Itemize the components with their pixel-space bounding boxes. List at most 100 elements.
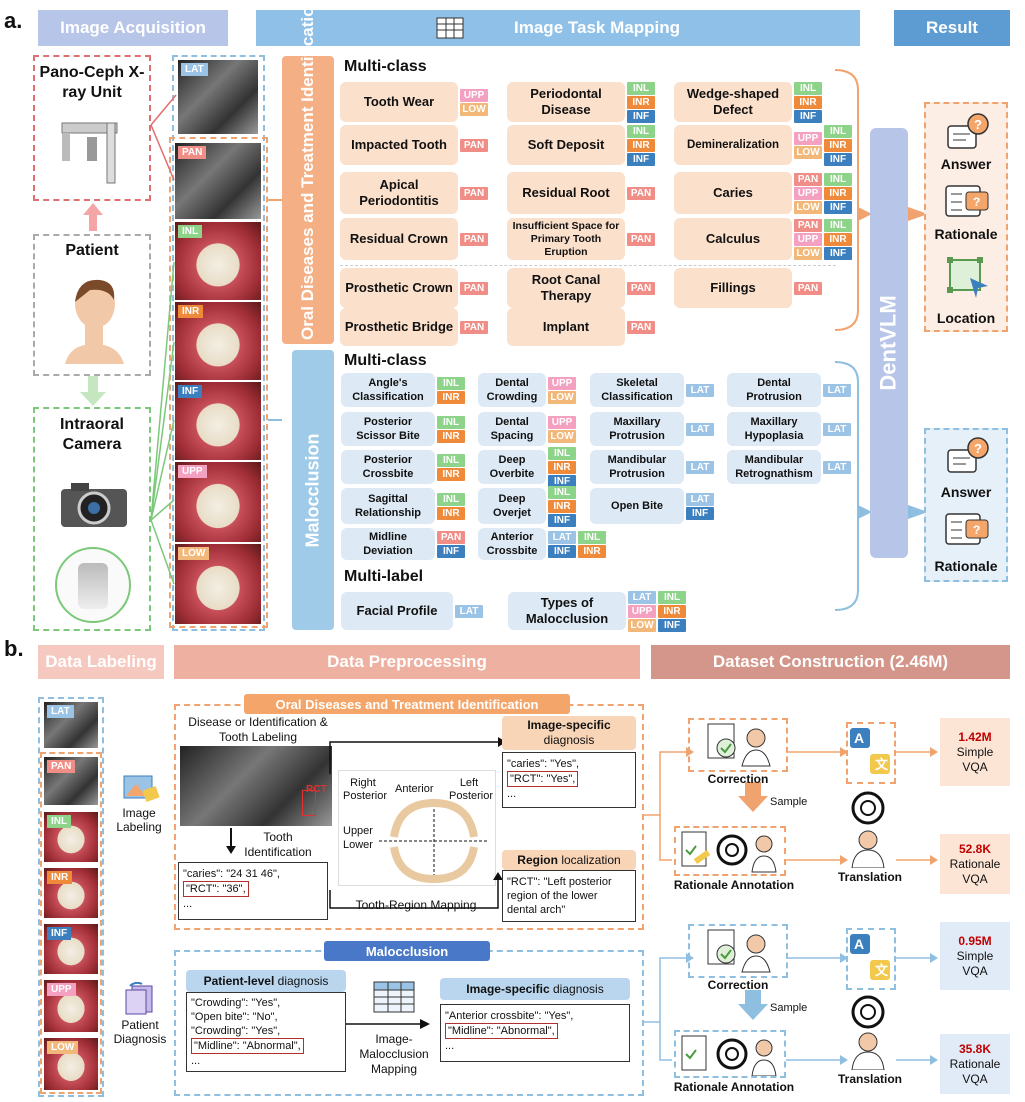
disease-fillings: Fillings [674, 268, 792, 308]
tag-inf: INF [658, 618, 686, 632]
tag-upp: UPP [794, 232, 822, 246]
quad-right-posterior: Right Posterior [343, 777, 388, 802]
tag-inr: INR [627, 95, 655, 109]
disease-residual-root: Residual Root [507, 172, 625, 214]
isd2-bold: Image-specific [466, 982, 550, 996]
pld-header: Patient-level diagnosis [186, 970, 346, 992]
tag-inf: INF [548, 544, 576, 558]
tag-pan: PAN [794, 172, 822, 186]
disease-label: Demineralization [686, 139, 780, 151]
tag-lat: LAT [823, 460, 851, 474]
malocclusion-label: Anterior Crossbite [486, 531, 538, 557]
header-image-task-mapping-text: Image Task Mapping [514, 18, 680, 37]
multiclass-label-2: Multi-class [344, 352, 427, 369]
tag-inf: INF [686, 506, 714, 520]
divider [340, 265, 836, 266]
malocclusion-label: Open Bite [611, 500, 663, 512]
b-tag-inl: INL [47, 815, 72, 828]
code-box-1: "caries": "24 31 46", "RCT": "36", ... [178, 862, 328, 920]
b-tag-upp: UPP [47, 983, 76, 996]
camera-label: Intraoral Camera [59, 416, 124, 453]
dentvlm-bar: DentVLM [870, 128, 908, 558]
correction-box-2 [688, 924, 788, 978]
malocclusion-open-bite: Open Bite [590, 488, 684, 524]
code5-line3: ... [445, 1040, 455, 1052]
translate-icon: A文 [850, 728, 890, 774]
tag-lat: LAT [628, 590, 656, 604]
malocclusion-sidebar: Malocclusion [292, 350, 334, 630]
disease-residual-crown: Residual Crown [340, 218, 458, 260]
camera-box: Intraoral Camera [33, 407, 151, 631]
openai-icon-1 [848, 788, 888, 828]
malocclusion-mandibular-retrognathism: Mandibular Retrognathism [727, 450, 821, 484]
tag-inl: INL [824, 172, 852, 186]
code5-line1: "Anterior crossbite": "Yes", [445, 1010, 574, 1022]
panel-a-label: a. [4, 8, 23, 33]
image-upp: UPP [175, 462, 261, 542]
vqa2-label: Rationale VQA [949, 856, 1001, 886]
malocclusion-label: Mandibular Protrusion [607, 454, 667, 480]
image-pan: PAN [175, 143, 261, 219]
location-icon [946, 256, 990, 300]
correction-icon-2 [707, 929, 771, 973]
vqa2-value: 52.8K [958, 841, 992, 856]
malocclusion-label: Sagittal Relationship [354, 493, 421, 519]
malocclusion-label: Dental Protrusion [746, 377, 802, 403]
tooth-identification-label: Tooth Identification [244, 830, 312, 859]
tag-inl: INL [548, 446, 576, 460]
tag-inl: INL [794, 81, 822, 95]
quad-lower: Lower [343, 839, 373, 851]
patient-diagnosis-icon [122, 981, 158, 1016]
svg-text:?: ? [973, 523, 980, 537]
image-labeling-icon [122, 770, 160, 804]
tag-low: LOW [794, 145, 822, 159]
result-box-oral: ? Answer ? Rationale Location [924, 102, 1008, 332]
result-answer-1: Answer [940, 156, 992, 172]
disease-label: Periodontal Disease [530, 86, 602, 117]
tag-lat: LAT [686, 492, 714, 506]
tag-inr: INR [578, 544, 606, 558]
multilabel-facial-profile: Facial Profile [341, 592, 453, 630]
disease-tooth-wear: Tooth Wear [340, 82, 458, 122]
code5-line2: "Midline": "Abnormal", [445, 1023, 558, 1039]
tag-low: LOW [794, 246, 822, 260]
header-image-acquisition: Image Acquisition [38, 10, 228, 46]
disease-demineralization: Demineralization [674, 125, 792, 165]
rationale-annot-icon [681, 831, 777, 873]
code-box-5: "Anterior crossbite": "Yes", "Midline": … [440, 1004, 630, 1062]
tag-low: LOW [548, 390, 576, 404]
tag-inl: INL [658, 590, 686, 604]
tag-low: LOW [460, 102, 488, 116]
quad-upper: Upper [343, 825, 373, 837]
malocclusion-label: Dental Crowding [486, 377, 538, 403]
vqa1-label: Simple VQA [956, 744, 994, 774]
b-tag-lat: LAT [47, 705, 74, 718]
tag-inr: INR [437, 506, 465, 520]
tag-inr: INR [794, 95, 822, 109]
tag-inl: INL [824, 124, 852, 138]
b-image-inf: INF [44, 924, 98, 974]
svg-text:?: ? [974, 441, 982, 456]
tag-lat: LAT [823, 383, 851, 397]
code1-line3: ... [183, 898, 193, 910]
answer-icon: ? [946, 112, 990, 152]
header-data-preprocessing: Data Preprocessing [174, 645, 640, 679]
disease-label: Residual Crown [349, 231, 449, 246]
b-tag-pan: PAN [47, 760, 76, 773]
b-tag-inr: INR [47, 871, 73, 884]
isd2-rest: diagnosis [553, 982, 604, 996]
tag-inl: INL [178, 225, 203, 238]
multiclass-label-1: Multi-class [344, 58, 427, 75]
tag-inr: INR [824, 186, 852, 200]
disease-label: Implant [542, 319, 590, 334]
tag-inl: INL [627, 124, 655, 138]
tag-low: LOW [628, 618, 656, 632]
svg-text:A: A [854, 730, 864, 746]
b-image-inl: INL [44, 812, 98, 862]
isd-rest: diagnosis [543, 733, 595, 747]
dental-arch-icon [379, 799, 489, 883]
svg-text:?: ? [974, 117, 982, 132]
tag-inr: INR [824, 138, 852, 152]
b-image-pan: PAN [44, 757, 98, 805]
